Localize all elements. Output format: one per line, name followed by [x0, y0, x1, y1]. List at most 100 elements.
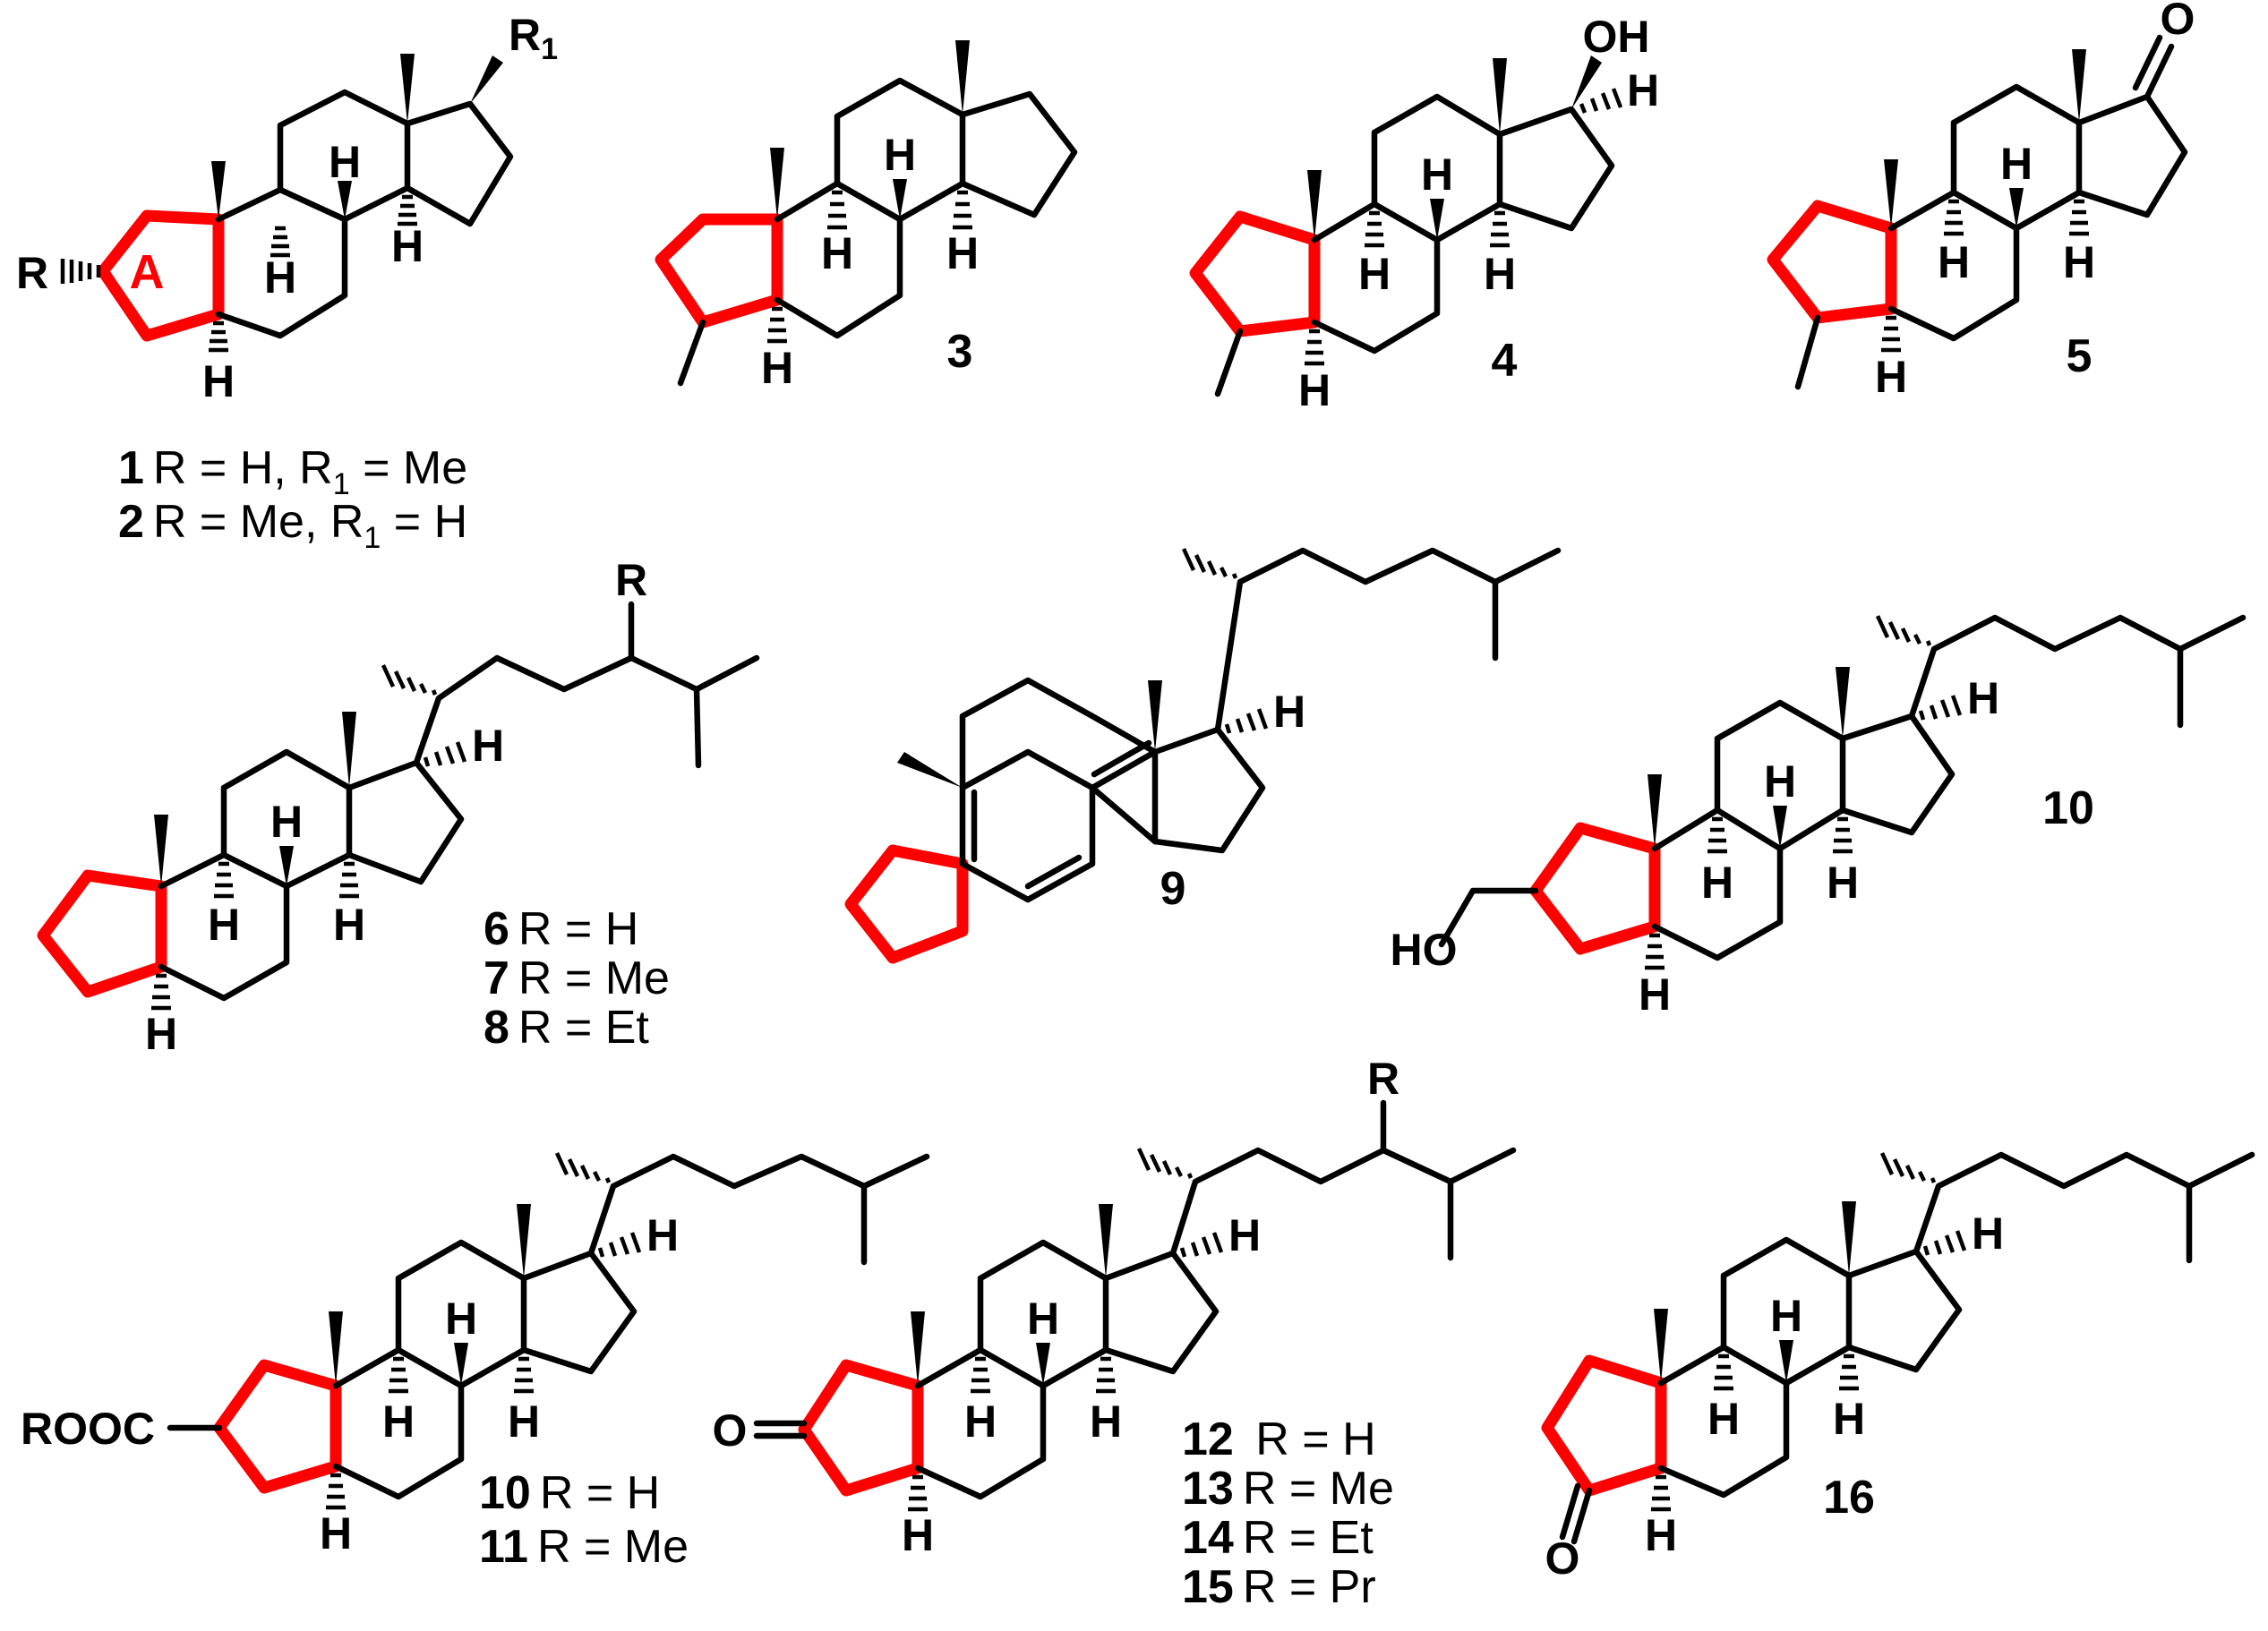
ring-b-3 [774, 180, 903, 339]
me-hash-10-c20 [1875, 615, 1932, 646]
ring-b-5 [1887, 189, 2020, 342]
h-label-12-15-c14: H [1090, 1396, 1122, 1447]
ring-c-1-2 [277, 89, 411, 223]
me-wedge-4-c10 [1307, 170, 1322, 240]
me-hash-6-8-c20 [381, 664, 438, 696]
me-wedge-10-11-c10 [329, 1311, 343, 1386]
h-hash-10-c14 [1833, 816, 1853, 854]
ring-d-10 [1839, 713, 1956, 836]
h-wedge-3-c8 [893, 179, 907, 219]
oh-wedge-4 [1571, 56, 1602, 109]
ring-d-3 [959, 90, 1078, 218]
h-label-5-c8: H [2000, 139, 2033, 189]
h-hash-4-c17 [1579, 88, 1623, 114]
h-hash-10-11-c14 [514, 1356, 534, 1394]
ho-label-10: HO [1391, 925, 1458, 975]
h-label-16-c8: H [1770, 1291, 1802, 1341]
ring-c-5 [1950, 83, 2083, 232]
ketone-5-a [2144, 43, 2175, 100]
side-chain-9 [1214, 547, 1499, 733]
h-hash-6-8-c9 [214, 861, 234, 899]
methyl-3 [677, 319, 706, 387]
h-hash-12-15-c17 [1179, 1232, 1224, 1258]
ketone-5-b [2132, 34, 2163, 91]
h-wedge-6-8-c8 [279, 846, 294, 886]
ring-c-12-15 [977, 1239, 1109, 1389]
o-label-5: O [2161, 0, 2195, 44]
h-label-4-c5: H [1298, 365, 1331, 415]
ring-d-5 [2075, 93, 2188, 218]
h-label-1-2-c8: H [329, 137, 361, 187]
h-hash-10-c9 [1707, 816, 1727, 854]
ring-c-3 [834, 77, 966, 223]
h-wedge-4-c8 [1430, 199, 1444, 240]
h-label-1-2-c14: H [391, 221, 424, 271]
ketone-16-b [1559, 1482, 1581, 1541]
ring-a-4 [1189, 210, 1321, 337]
ring-c-6-8 [220, 748, 353, 890]
compound-12-15-structure: O R H H H H H [713, 1054, 1517, 1560]
ring-a-3 [655, 213, 783, 329]
side-chain-branch-6-8 [693, 686, 702, 769]
h-label-16-c14: H [1833, 1394, 1865, 1444]
h-label-5-c9: H [1938, 237, 1970, 287]
h-wedge-5-c8 [2009, 188, 2024, 228]
h-hash-5-c9 [1944, 199, 1964, 236]
ring-c-10 [1714, 699, 1846, 852]
ring-a-10 [1529, 822, 1661, 955]
h-label-3-c9: H [821, 228, 853, 278]
h-hash-4-c5 [1305, 329, 1324, 366]
r-label-6-8: R [615, 555, 647, 605]
me-hash-12-15-c20 [1136, 1148, 1194, 1179]
ring-b-1-2 [215, 186, 348, 339]
hydroxymethyl-10 [1438, 887, 1539, 948]
ring-b-4 [1311, 201, 1441, 354]
ring-d-1-2 [404, 100, 514, 227]
me-wedge-3-c10 [770, 148, 784, 219]
ring-b-16 [1657, 1344, 1790, 1499]
h-label-4-c9: H [1358, 249, 1391, 299]
h-hash-9-c17 [1224, 708, 1269, 734]
me-wedge-12-15-c13 [1099, 1204, 1113, 1278]
h-label-10-c8: H [1764, 756, 1796, 807]
h-hash-10-c5 [1645, 933, 1665, 970]
h-label-6-8-c14: H [333, 900, 365, 950]
ketone-16-a [1570, 1487, 1593, 1545]
h-label-10-c17: H [1967, 673, 1999, 723]
ring-d-6-8 [346, 759, 465, 885]
h-hash-12-15-c5 [908, 1474, 928, 1512]
h-label-3-c5: H [761, 343, 793, 393]
ring-c-10-11 [395, 1239, 527, 1389]
h-label-16-c17: H [1972, 1208, 2004, 1259]
h-label-6-8-c17: H [472, 721, 504, 771]
h-hash-3-c9 [827, 190, 847, 230]
h-label-10-11-c14: H [508, 1396, 540, 1447]
h-label-12-15-c8: H [1027, 1294, 1059, 1344]
compound-5-structure: O H H H H 5 [1767, 0, 2195, 402]
me-wedge-12-15-c10 [911, 1311, 925, 1386]
h-label-5-c14: H [2063, 237, 2095, 287]
h-hash-6-8-c5 [151, 973, 171, 1011]
side-chain-16 [1913, 1151, 2255, 1255]
o-label-12-15: O [713, 1405, 748, 1456]
me-wedge-3-c13 [955, 40, 970, 115]
h-hash-3-c14 [953, 190, 972, 230]
h-wedge-16-c8 [1779, 1340, 1793, 1383]
h-label-12-15-c5: H [902, 1510, 934, 1560]
h-label-4-c14: H [1484, 249, 1516, 299]
ring-a-5 [1767, 200, 1897, 324]
h-label-1-2-c9: H [264, 252, 296, 303]
ring-c-16 [1720, 1236, 1853, 1387]
h-hash-1-2-c14 [398, 194, 417, 226]
side-chain-10-11 [587, 1153, 868, 1257]
me-hash-16-c20 [1879, 1152, 1937, 1183]
ring-a-1-2 [97, 209, 225, 342]
side-chain-10-11-iso [860, 1153, 930, 1190]
h-hash-12-15-c14 [1096, 1356, 1116, 1394]
